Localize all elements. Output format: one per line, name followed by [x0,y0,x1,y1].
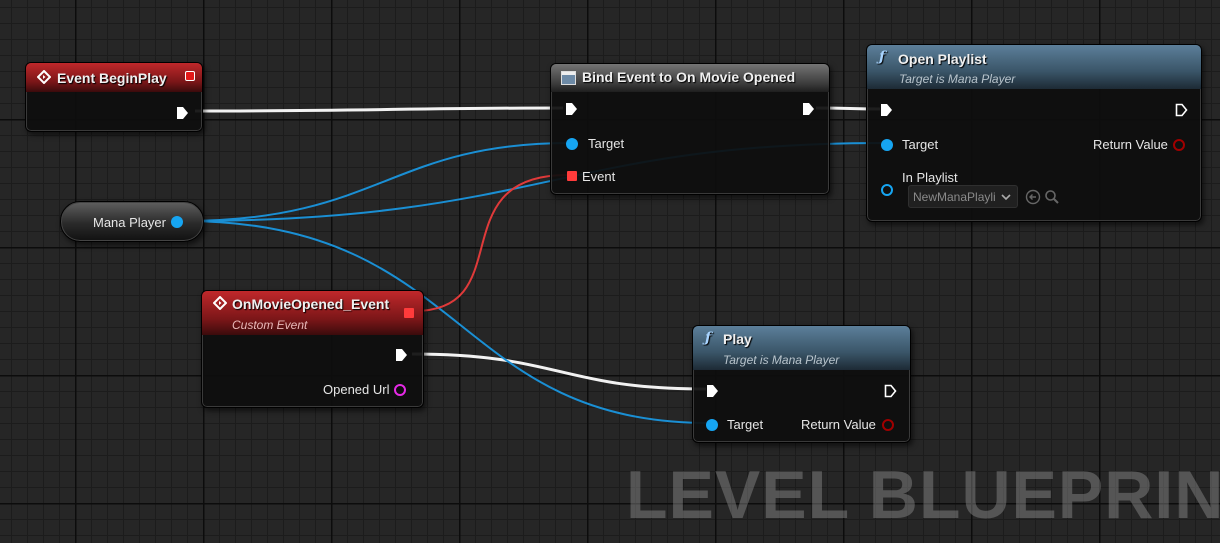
exec-output-pin[interactable] [802,102,815,116]
event-diamond-icon [213,296,227,310]
node-subtitle: Target is Mana Player [723,353,840,367]
object-wire-manaplayer-bind-target [182,142,571,222]
node-header [867,45,1201,89]
custom-event-node[interactable]: OnMovieOpened_Event Custom Event Opened … [201,290,424,408]
node-header [202,291,423,335]
event-label: Event [582,169,616,184]
target-label: Target [588,136,625,151]
node-header [26,63,202,92]
event-delegate-input-pin[interactable] [567,171,577,181]
in-playlist-label: In Playlist [902,170,958,185]
node-title: Bind Event to On Movie Opened [582,69,796,85]
opened-url-output-pin[interactable] [394,384,406,396]
target-input-pin[interactable] [881,139,893,151]
chevron-down-icon [1001,194,1011,201]
target-label: Target [727,417,764,432]
delegate-output-pin[interactable] [404,308,414,318]
node-title: Open Playlist [898,51,987,67]
delegate-output-pin[interactable] [185,71,195,81]
opened-url-label: Opened Url [323,382,390,397]
exec-input-pin[interactable] [565,102,578,116]
function-box-icon [561,71,576,85]
return-value-label: Return Value [801,417,876,432]
in-playlist-input-pin[interactable] [881,184,893,196]
level-blueprint-watermark: LEVEL BLUEPRINT [626,457,1220,533]
return-value-label: Return Value [1093,137,1168,152]
exec-wire-beginplay-bind [194,106,564,113]
return-value-output-pin[interactable] [882,419,894,431]
node-title: Play [723,331,752,347]
event-diamond-icon [37,70,51,84]
playlist-asset-dropdown[interactable]: NewManaPlayli [908,185,1018,208]
event-beginplay-node[interactable]: Event BeginPlay [25,62,203,132]
node-header [551,64,829,92]
target-input-pin[interactable] [706,419,718,431]
exec-output-pin[interactable] [1175,103,1188,117]
node-title: OnMovieOpened_Event [232,296,390,312]
variable-label: Mana Player [93,215,166,230]
exec-wire-event-play [411,352,707,391]
bind-event-node[interactable]: Bind Event to On Movie Opened Target Eve… [550,63,830,195]
playlist-asset-value: NewManaPlayli [913,190,996,204]
return-value-output-pin[interactable] [1173,139,1185,151]
mana-player-variable-node[interactable]: Mana Player [60,201,204,242]
target-input-pin[interactable] [566,138,578,150]
node-subtitle: Target is Mana Player [899,72,1016,86]
delegate-wire-event-bind [413,174,568,312]
exec-input-pin[interactable] [706,384,719,398]
function-f-icon: ƒ [705,330,712,346]
exec-output-pin[interactable] [176,106,189,120]
node-header [693,326,910,370]
play-node[interactable]: ƒ Play Target is Mana Player Target Retu… [692,325,911,443]
function-f-icon: ƒ [879,49,886,65]
use-selected-arrow-icon[interactable] [1025,189,1041,205]
node-title: Event BeginPlay [57,70,167,86]
exec-output-pin[interactable] [884,384,897,398]
browse-search-icon[interactable] [1044,189,1060,205]
exec-output-pin[interactable] [395,348,408,362]
target-label: Target [902,137,939,152]
exec-input-pin[interactable] [880,103,893,117]
node-subtitle: Custom Event [232,318,308,332]
variable-output-pin[interactable] [171,216,183,228]
